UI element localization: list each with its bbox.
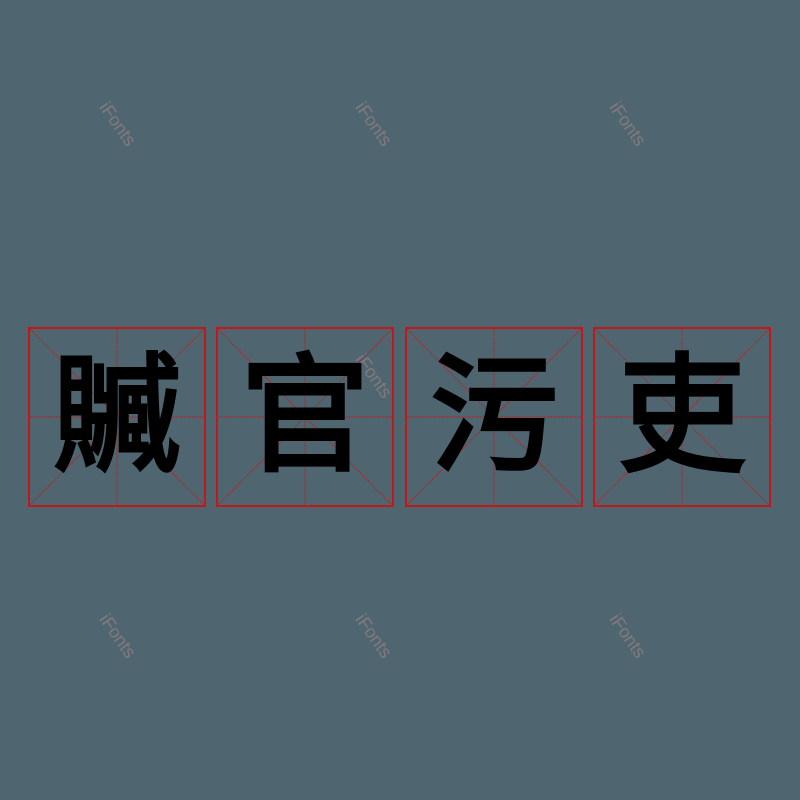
character-glyph: 吏 [617,342,746,491]
grid-lines-icon [407,329,581,505]
grid-lines-icon [30,329,204,505]
character-cell-3: 污 [405,327,583,507]
watermark: iFonts [605,98,651,150]
watermark: iFonts [605,610,651,662]
character-cell-2: 官 [216,327,394,507]
character-glyph: 贓 [52,342,181,491]
watermark: iFonts [95,610,141,662]
grid-lines-icon [595,329,769,505]
character-glyph: 官 [240,342,369,491]
watermark: iFonts [351,98,397,150]
watermark: iFonts [351,610,397,662]
watermark: iFonts [95,98,141,150]
character-cell-4: 吏 [593,327,771,507]
character-cell-1: 贓 [28,327,206,507]
grid-lines-icon [218,329,392,505]
character-glyph: 污 [429,342,558,491]
